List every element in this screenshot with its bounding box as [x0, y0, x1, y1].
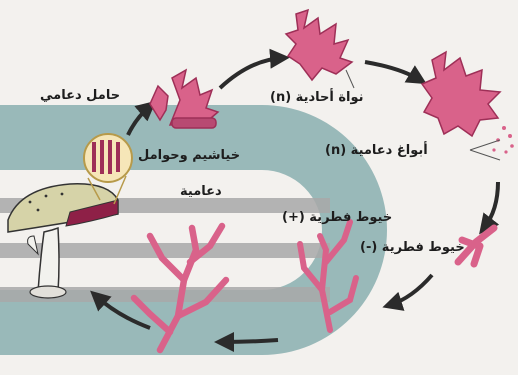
haploid-cluster — [286, 10, 352, 80]
label-hyphae-plus: خيوط فطرية (+) — [282, 210, 392, 225]
label-basidiospores: أبواغ دعامية (n) — [325, 143, 428, 158]
arrow-to-spores — [365, 62, 420, 80]
arrow-to-mycelium-left — [222, 340, 278, 342]
label-hyphae-minus: خيوط فطرية (-) — [360, 240, 465, 255]
label-gills-line2: دعامية — [180, 184, 222, 199]
spores-cluster — [422, 52, 500, 136]
scattered-spores — [492, 126, 513, 154]
label-gills-line1: خياشيم وحوامل — [138, 148, 240, 163]
mushroom — [8, 184, 118, 298]
arrow-to-haploid — [220, 58, 282, 88]
label-haploid-nucleus: نواة أحادية (n) — [270, 90, 364, 105]
basidium-cluster — [150, 70, 218, 128]
arrow-to-mycelium-right — [390, 275, 432, 305]
label-basidium-holder: حامل دعامي — [40, 88, 120, 103]
arrow-to-hyphae — [484, 182, 498, 228]
